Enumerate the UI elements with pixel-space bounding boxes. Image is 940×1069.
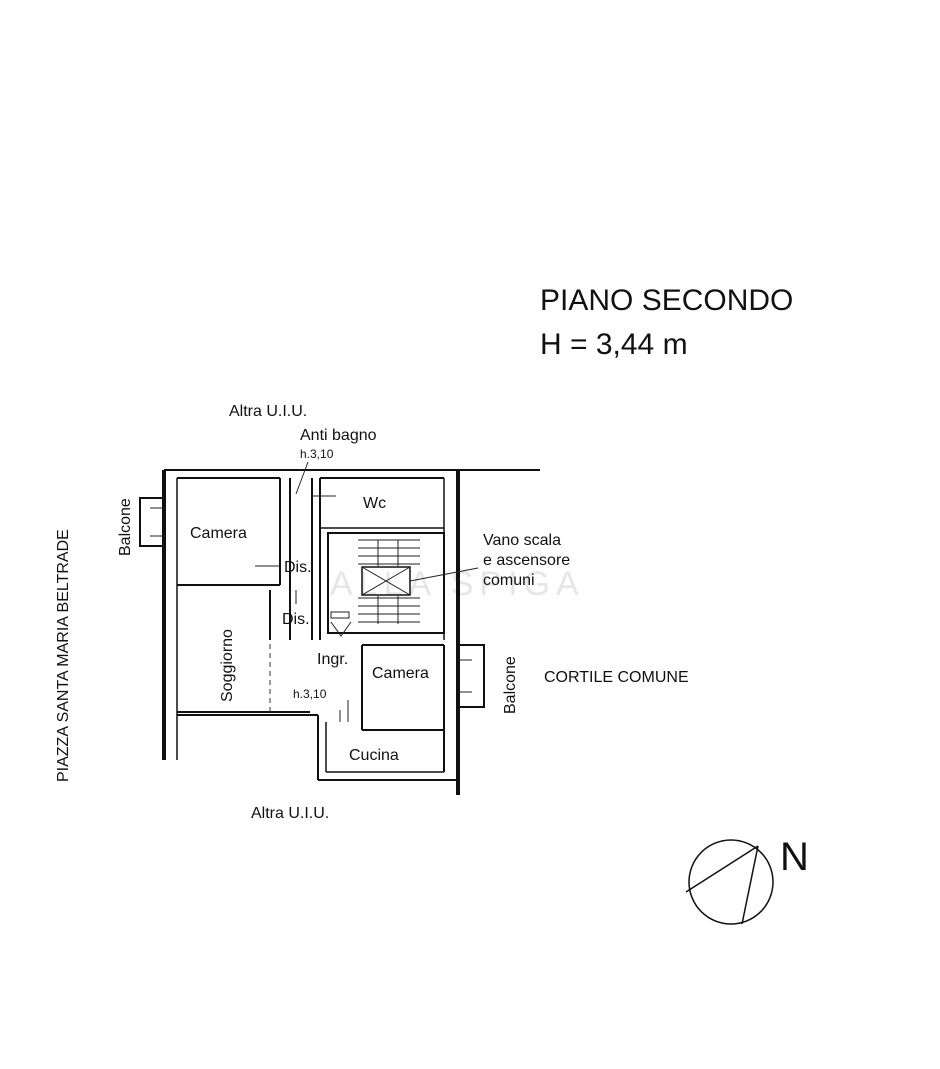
watermark: ALLA SPIGA [330,565,585,603]
camera-2-label: Camera [372,665,429,682]
compass-icon [685,839,774,925]
stairwell-label-line3: comuni [483,572,535,589]
anti-bagno-height: h.3,10 [300,447,334,461]
camera-1-label: Camera [190,525,247,542]
wc-label: Wc [363,495,386,512]
neighbor-top-label: Altra U.I.U. [229,403,307,420]
compass-north-label: N [780,835,809,879]
balcony-east-label: Balcone [502,656,519,714]
height-note: h.3,10 [293,687,327,701]
courtyard-label: CORTILE COMUNE [544,669,689,686]
balcony-east [457,644,485,708]
floor-height: H = 3,44 m [540,328,688,361]
neighbor-bottom-label: Altra U.I.U. [251,805,329,822]
interior-walls [177,477,445,772]
stairwell-label-line2: e ascensore [483,552,570,569]
ingresso-label: Ingr. [317,651,348,668]
dis-2-label: Dis. [282,611,310,628]
balcony-west [139,497,165,547]
street-label: PIAZZA SANTA MARIA BELTRADE [55,529,72,782]
anti-bagno-label: Anti bagno [300,427,377,444]
stairwell-label-line1: Vano scala [483,532,561,549]
anti-bagno-leader [295,461,309,495]
balcony-west-label: Balcone [117,498,134,556]
cucina-label: Cucina [349,747,399,764]
stairs [358,539,479,624]
floor-title: PIANO SECONDO [540,284,793,317]
dis-1-label: Dis. [284,559,312,576]
soggiorno-label: Soggiorno [219,629,236,702]
entrance-marker [330,611,352,637]
